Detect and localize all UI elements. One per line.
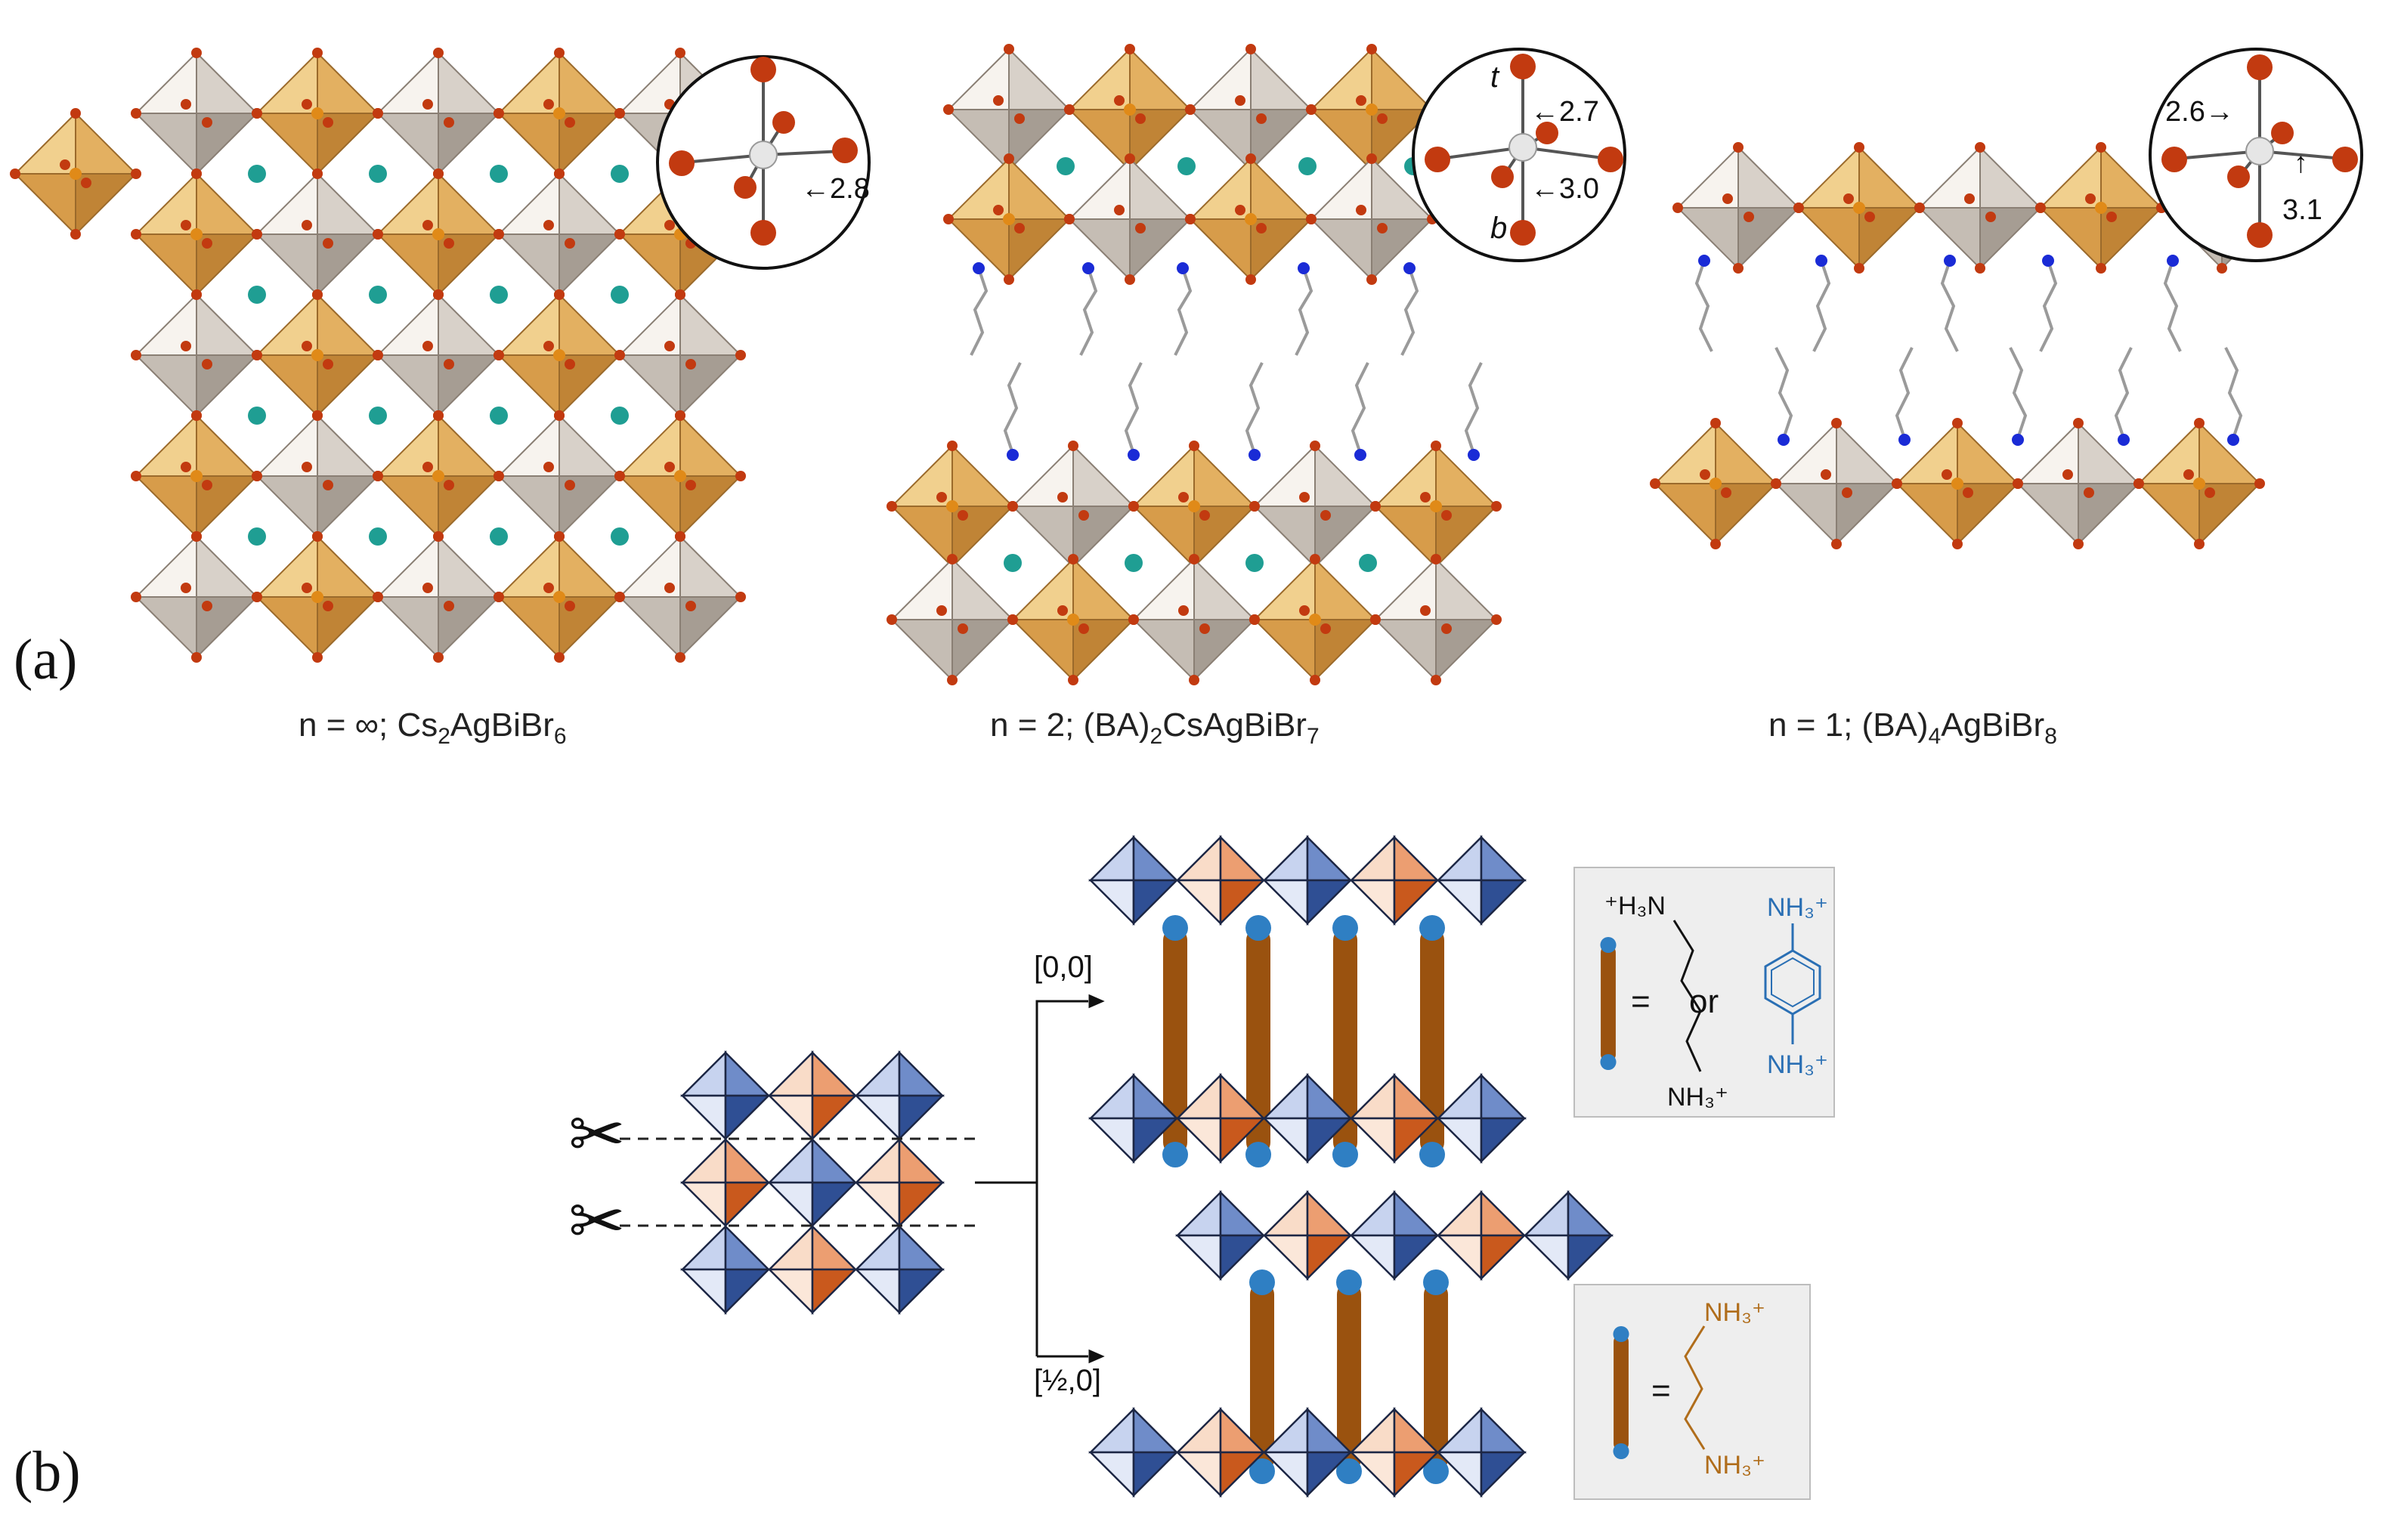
panel-label-b: (b) — [14, 1440, 81, 1504]
cesium-atoms-lower — [1004, 554, 1377, 572]
bond-length-label: 2.6→ — [2165, 96, 2234, 128]
cation-box-2: = NH₃⁺ NH₃⁺ — [1573, 1284, 1811, 1500]
bond-inset-1: ←2.8 — [656, 55, 871, 270]
chain-top-label: ⁺H₃N — [1604, 892, 1666, 920]
bond-length-label: ←2.8 — [801, 173, 870, 205]
bond-inset-3: 2.6→ ↑ 3.1 — [2149, 48, 2363, 262]
chain-top-label: NH₃⁺ — [1704, 1298, 1765, 1327]
ring-top-label: NH₃⁺ — [1767, 893, 1828, 922]
cesium-atoms — [248, 165, 629, 546]
nitrogen-atoms — [973, 262, 1480, 461]
chain-bottom-label: NH₃⁺ — [1667, 1083, 1728, 1112]
bond-length-label: ←2.7 — [1530, 96, 1599, 128]
propylene-chain — [1672, 920, 1702, 1072]
arrow-up: ↑ — [2294, 147, 2308, 179]
scissors-icon: ✂ — [568, 1184, 625, 1260]
schematic-dj-bilayer — [1089, 836, 1526, 1167]
caption-n-2: n = 2; (BA)2CsAgBiBr7 — [990, 707, 1320, 749]
site-label-b: b — [1490, 212, 1507, 245]
schematic-parent-3d: ✂ ✂ — [568, 1051, 975, 1314]
bond-length-label: 3.1 — [2282, 194, 2322, 226]
panel-label-a: (a) — [14, 628, 78, 691]
equals-sign: = — [1631, 983, 1651, 1020]
structure-n-infinity: ←2.8 — [9, 47, 871, 663]
structure-n-2: t b ←2.7 ←3.0 — [886, 43, 1626, 686]
chain-bottom-label: NH₃⁺ — [1704, 1451, 1765, 1480]
equals-sign: = — [1651, 1372, 1671, 1409]
butylammonium-chains — [1694, 260, 2243, 439]
schematic-rp-bilayer — [1089, 1191, 1613, 1497]
nitrogen-atoms — [1698, 255, 2239, 446]
octahedra-lower-monolayer — [1649, 417, 2266, 550]
octahedra-lower-bilayer — [886, 440, 1502, 686]
site-label-t: t — [1490, 60, 1500, 94]
scissors-icon: ✂ — [568, 1097, 625, 1173]
branch-label-00: [0,0] — [1034, 951, 1093, 984]
caption-n-1: n = 1; (BA)4AgBiBr8 — [1768, 707, 2057, 749]
branch-arrows — [975, 994, 1105, 1364]
or-label: or — [1689, 983, 1719, 1020]
butylammonium-chains — [970, 267, 1483, 454]
benzene-ring-inner — [1771, 957, 1815, 1008]
bond-inset-2: t b ←2.7 ←3.0 — [1412, 48, 1626, 262]
cation-box-1: = ⁺H₃N NH₃⁺ or NH₃⁺ NH₃⁺ — [1573, 867, 1835, 1118]
bond-length-label: ←3.0 — [1530, 173, 1599, 205]
octahedra-layers-3d — [9, 47, 747, 663]
ethylene-chain — [1684, 1325, 1706, 1450]
structure-n-1: 2.6→ ↑ 3.1 — [1649, 48, 2363, 550]
caption-n-infinity: n = ∞; Cs2AgBiBr6 — [299, 707, 567, 749]
branch-label-half0: [½,0] — [1034, 1364, 1101, 1397]
ring-bottom-label: NH₃⁺ — [1767, 1050, 1828, 1079]
